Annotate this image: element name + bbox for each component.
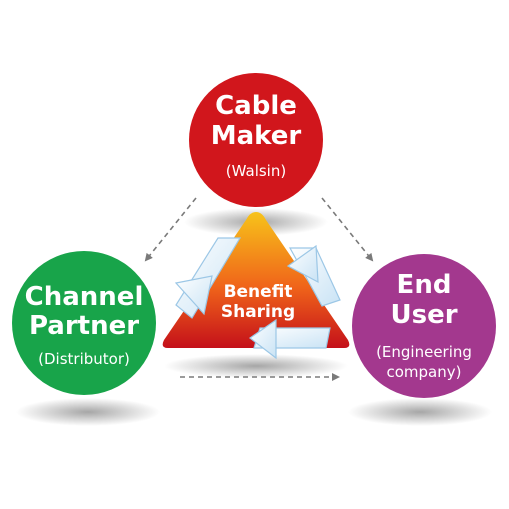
- channel-partner-shadow: [16, 398, 160, 426]
- channel-partner-title-line1: Channel: [24, 282, 144, 312]
- dashed-arrow-cable-to-enduser: [321, 197, 374, 262]
- cable-maker-subtitle: (Walsin): [225, 162, 287, 180]
- benefit-triangle: [162, 212, 350, 348]
- end-user-subtitle-line2: company): [386, 363, 462, 381]
- end-user-title-line1: End: [396, 270, 452, 300]
- cable-maker-title-line1: Cable: [215, 91, 297, 121]
- dashed-arrow-cable-to-channel: [144, 197, 197, 262]
- triangle-shadow: [164, 354, 348, 378]
- cycle-arrow-right-head-icon: [286, 244, 319, 284]
- channel-partner-circle: [12, 251, 156, 395]
- center-label-line2: Sharing: [220, 302, 296, 322]
- end-user-circle: [352, 254, 496, 398]
- cable-maker-circle: [189, 73, 323, 207]
- channel-partner-subtitle: (Distributor): [38, 350, 130, 368]
- cycle-arrow-left-head-icon: [174, 275, 213, 316]
- end-user-shadow: [348, 398, 492, 426]
- end-user-title-line2: User: [390, 300, 458, 330]
- cable-maker-title-line2: Maker: [210, 121, 302, 151]
- channel-partner-title-line2: Partner: [28, 311, 140, 341]
- end-user-subtitle-line1: (Engineering: [376, 343, 472, 361]
- cycle-arrow-bottom-head-icon: [248, 318, 277, 360]
- center-label-line1: Benefit: [223, 282, 293, 302]
